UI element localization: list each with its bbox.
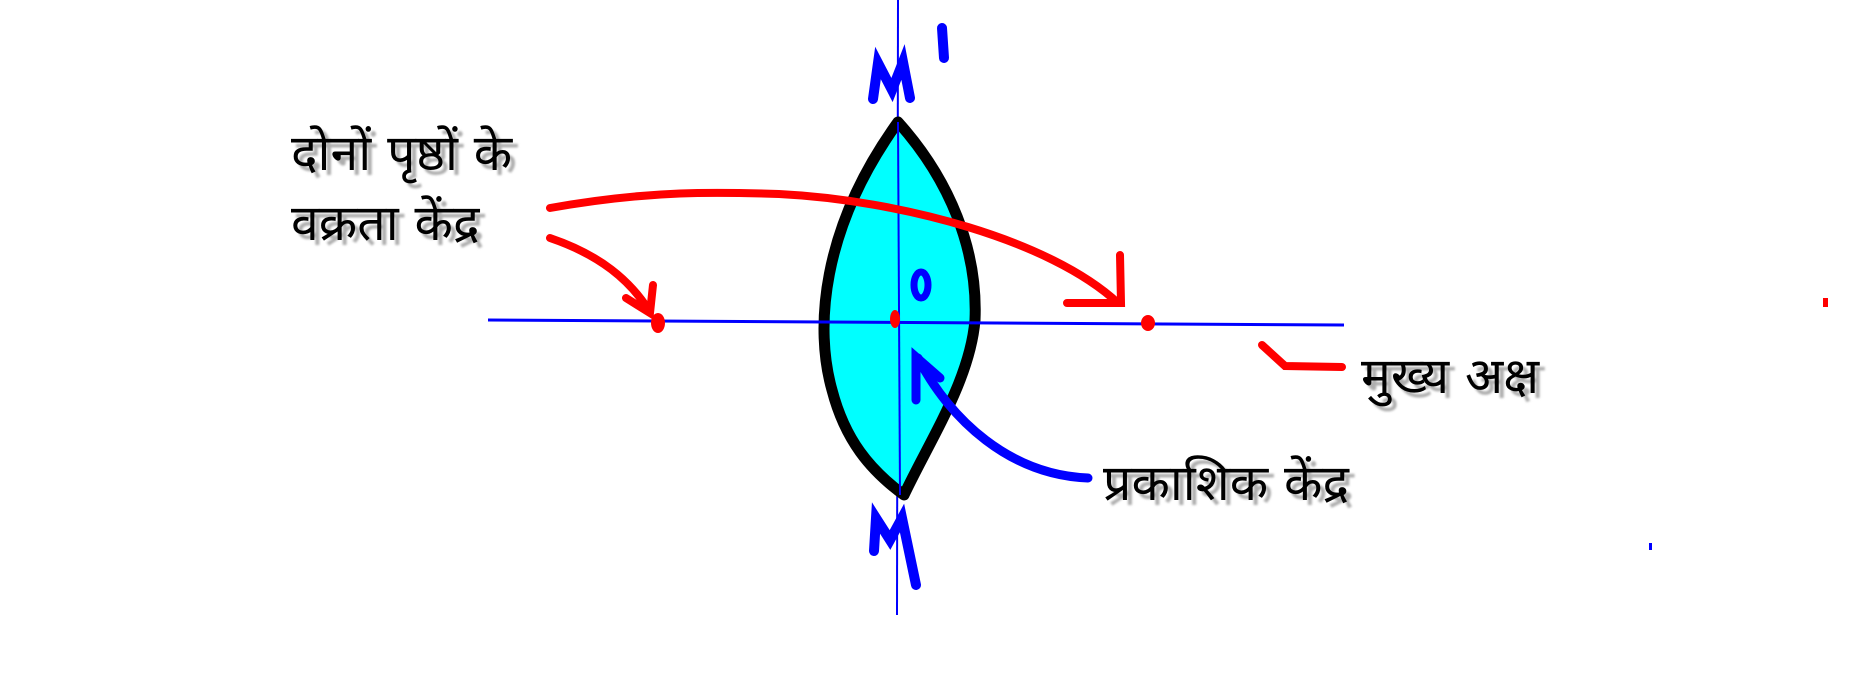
arrowhead-right bbox=[1063, 251, 1126, 307]
centers-of-curvature-label: दोनों पृष्ठों के वक्रता केंद्र bbox=[291, 124, 514, 252]
principal-axis-arrow bbox=[1258, 341, 1346, 371]
centers-label-line2: वक्रता केंद्र bbox=[291, 194, 481, 252]
stray-red-mark bbox=[1823, 298, 1828, 307]
optical-centre-arrowhead bbox=[911, 347, 945, 405]
optical-centre-text: प्रकाशिक केंद्र bbox=[1103, 454, 1350, 512]
optical-centre-label: प्रकाशिक केंद्र bbox=[1103, 454, 1350, 512]
principal-axis-line bbox=[487, 318, 1345, 327]
principal-axis-label: मुख्य अक्ष bbox=[1361, 347, 1540, 407]
lens-axis-line bbox=[897, 121, 901, 496]
stray-blue-mark bbox=[1649, 543, 1652, 550]
center-of-curvature-right-dot bbox=[1141, 315, 1155, 331]
arrow-to-left-centre bbox=[546, 234, 654, 316]
optical-centre-dot bbox=[890, 310, 900, 328]
m-label bbox=[869, 502, 921, 590]
optical-centre-arrow bbox=[913, 353, 1093, 483]
arrowhead-left bbox=[622, 281, 657, 320]
principal-axis-text: मुख्य अक्ष bbox=[1361, 347, 1540, 407]
centers-label-line1: दोनों पृष्ठों के bbox=[291, 124, 514, 184]
arrow-to-right-centre bbox=[546, 188, 1122, 307]
center-of-curvature-left-dot bbox=[651, 313, 665, 333]
o-label bbox=[910, 268, 932, 302]
m-prime-label bbox=[868, 23, 949, 104]
